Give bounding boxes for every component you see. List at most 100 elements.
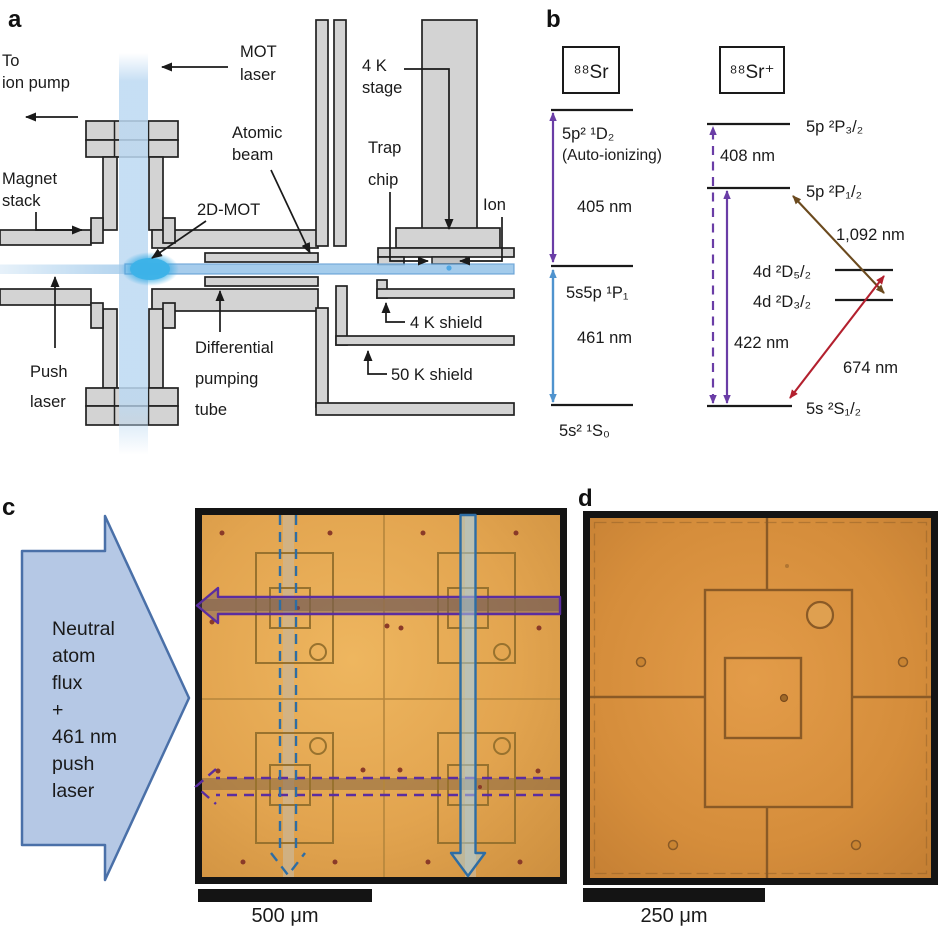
panel-c-chip-loading: c Neutral atom flux + 461 nm push laser (2, 494, 567, 927)
laser-beams (0, 53, 515, 455)
left-arm-top-wall (0, 229, 92, 246)
push-laser-overlay-arrow-solid (195, 586, 562, 625)
srplus-species-box (719, 46, 785, 94)
flux-line-5: 461 nm (52, 726, 117, 748)
srplus-species-label: ⁸⁸Sr⁺ (729, 62, 774, 83)
neutral-flux-arrow-text: Neutral atom flux + 461 nm push laser (52, 618, 117, 802)
cold-stage-flange (395, 227, 501, 249)
label-atomic-beam-1: Atomic (232, 124, 282, 142)
arrow-4k-stage (404, 68, 454, 230)
outer-wall-top (315, 19, 329, 247)
differential-pumping-tube-top (204, 252, 319, 263)
level-d52-label: 4d ²D₅/₂ (753, 263, 811, 281)
label-magnet-stack-1: Magnet (2, 170, 57, 188)
scale-bar-c-label: 500 μm (251, 905, 318, 927)
right-arm-top-wall (151, 229, 319, 249)
label-to-ion-pump-1: To (2, 52, 19, 70)
panel-a-annotation-text: To ion pump MOT laser Atomic beam Magnet… (2, 43, 506, 419)
arrow-trap-chip (389, 192, 429, 266)
label-4k-shield: 4 K shield (410, 314, 482, 332)
outer-wall-bottom-stub (315, 307, 329, 408)
arrow-ion (459, 217, 503, 266)
chip-d-electrode-lines (590, 518, 931, 878)
label-50k-shield: 50 K shield (391, 366, 473, 384)
label-4k-stage-1: 4 K (362, 57, 387, 75)
upper-tube-wall-left (102, 156, 118, 231)
label-to-ion-pump-2: ion pump (2, 74, 70, 92)
panel-c-label: c (2, 494, 15, 521)
wavelength-422: 422 nm (734, 334, 789, 352)
chip-d-inner-electrode (723, 656, 803, 740)
wavelength-1092: 1,092 nm (836, 226, 905, 244)
level-d2-note: (Auto-ionizing) (562, 147, 662, 164)
label-push-laser-2: laser (30, 393, 66, 411)
bottom-flange-bolt-lines (113, 388, 150, 425)
label-diff-pump-1: Differential (195, 339, 274, 357)
flux-line-4: + (52, 699, 63, 721)
flux-line-3: flux (52, 672, 83, 694)
panel-b-label: b (546, 6, 561, 33)
upper-tube-wall-right (148, 156, 164, 231)
sr-ion-diagram: ⁸⁸Sr⁺ 5p ²P₃/₂ 408 nm 5p ²P₁/₂ 1,092 nm … (707, 46, 905, 418)
label-magnet-stack-2: stack (2, 192, 41, 210)
label-2d-mot: 2D-MOT (197, 201, 260, 219)
scale-bar-d-label: 250 μm (640, 905, 707, 927)
label-mot-laser-2: laser (240, 66, 276, 84)
panel-d-trap-cell: d 250 μm (578, 485, 938, 927)
wavelength-674: 674 nm (843, 359, 898, 377)
2d-mot-cloud (130, 258, 170, 280)
micrograph-c-photo (202, 515, 560, 877)
magnet-stack-rects (90, 217, 176, 329)
level-d2-label: 5p² ¹D₂ (562, 125, 614, 143)
panel-a-label: a (8, 6, 22, 33)
panel-a-annotation-arrows (25, 62, 503, 375)
panel-d-label: d (578, 485, 593, 512)
label-ion: Ion (483, 196, 506, 214)
lower-tube-wall-left (102, 308, 118, 389)
chip-d-center-hole (779, 693, 789, 703)
arrow-2d-mot (151, 220, 207, 259)
level-p32-label: 5p ²P₃/₂ (806, 118, 863, 136)
chip-micrograph-c (194, 508, 567, 884)
wavelength-405: 405 nm (577, 198, 632, 216)
atomic-beam-line (0, 264, 514, 274)
panel-a-apparatus-schematic: a (0, 6, 515, 455)
trapped-ion-dot (446, 265, 452, 271)
chip-c-alignment-dots (209, 530, 542, 865)
shield50k-bar (335, 335, 515, 346)
level-d32-label: 4d ²D₃/₂ (753, 293, 811, 311)
label-diff-pump-3: tube (195, 401, 227, 419)
sr-species-label: ⁸⁸Sr (573, 62, 609, 83)
2d-mot-chamber (0, 120, 319, 426)
label-push-laser-1: Push (30, 363, 68, 381)
right-arm-bottom-wall (151, 288, 319, 312)
panel-b-energy-levels: b ⁸⁸Sr 5p² ¹D₂ (Auto-ionizing) 405 nm 5s… (546, 6, 905, 440)
chip-c-grid-lines (202, 515, 560, 877)
outer-wall-bottom-bar (315, 402, 515, 416)
level-p12-label: 5p ²P₁/₂ (806, 183, 862, 201)
atom-flux-overlay-arrow-dashed (270, 515, 306, 877)
arrow-4k-shield (381, 302, 405, 323)
level-p1-label: 5s5p ¹P₁ (566, 284, 629, 302)
push-laser-overlay-arrow-dashed (194, 768, 560, 805)
wavelength-461: 461 nm (577, 329, 632, 347)
flux-line-7: laser (52, 780, 95, 802)
arrow-atomic-beam (270, 169, 311, 254)
flux-line-6: push (52, 753, 94, 775)
differential-pumping-tube-bottom (204, 276, 319, 287)
lower-tube-wall-right (148, 308, 164, 389)
sr-neutral-diagram: ⁸⁸Sr 5p² ¹D₂ (Auto-ionizing) 405 nm 5s5p… (549, 46, 662, 440)
arrow-50k-shield (363, 350, 387, 375)
label-mot-laser-1: MOT (240, 43, 277, 61)
label-4k-stage-2: stage (362, 79, 402, 97)
chip-d-outer-electrode (703, 588, 854, 809)
wavelength-408: 408 nm (720, 147, 775, 165)
scale-bar-d (583, 888, 765, 902)
label-diff-pump-2: pumping (195, 370, 258, 388)
neutral-flux-arrow (20, 514, 191, 882)
atom-flux-overlay-arrow-solid (449, 513, 487, 878)
transition-674-arrow (789, 275, 885, 399)
sr-species-box (562, 46, 620, 94)
chip-d-small-vias (635, 564, 909, 851)
